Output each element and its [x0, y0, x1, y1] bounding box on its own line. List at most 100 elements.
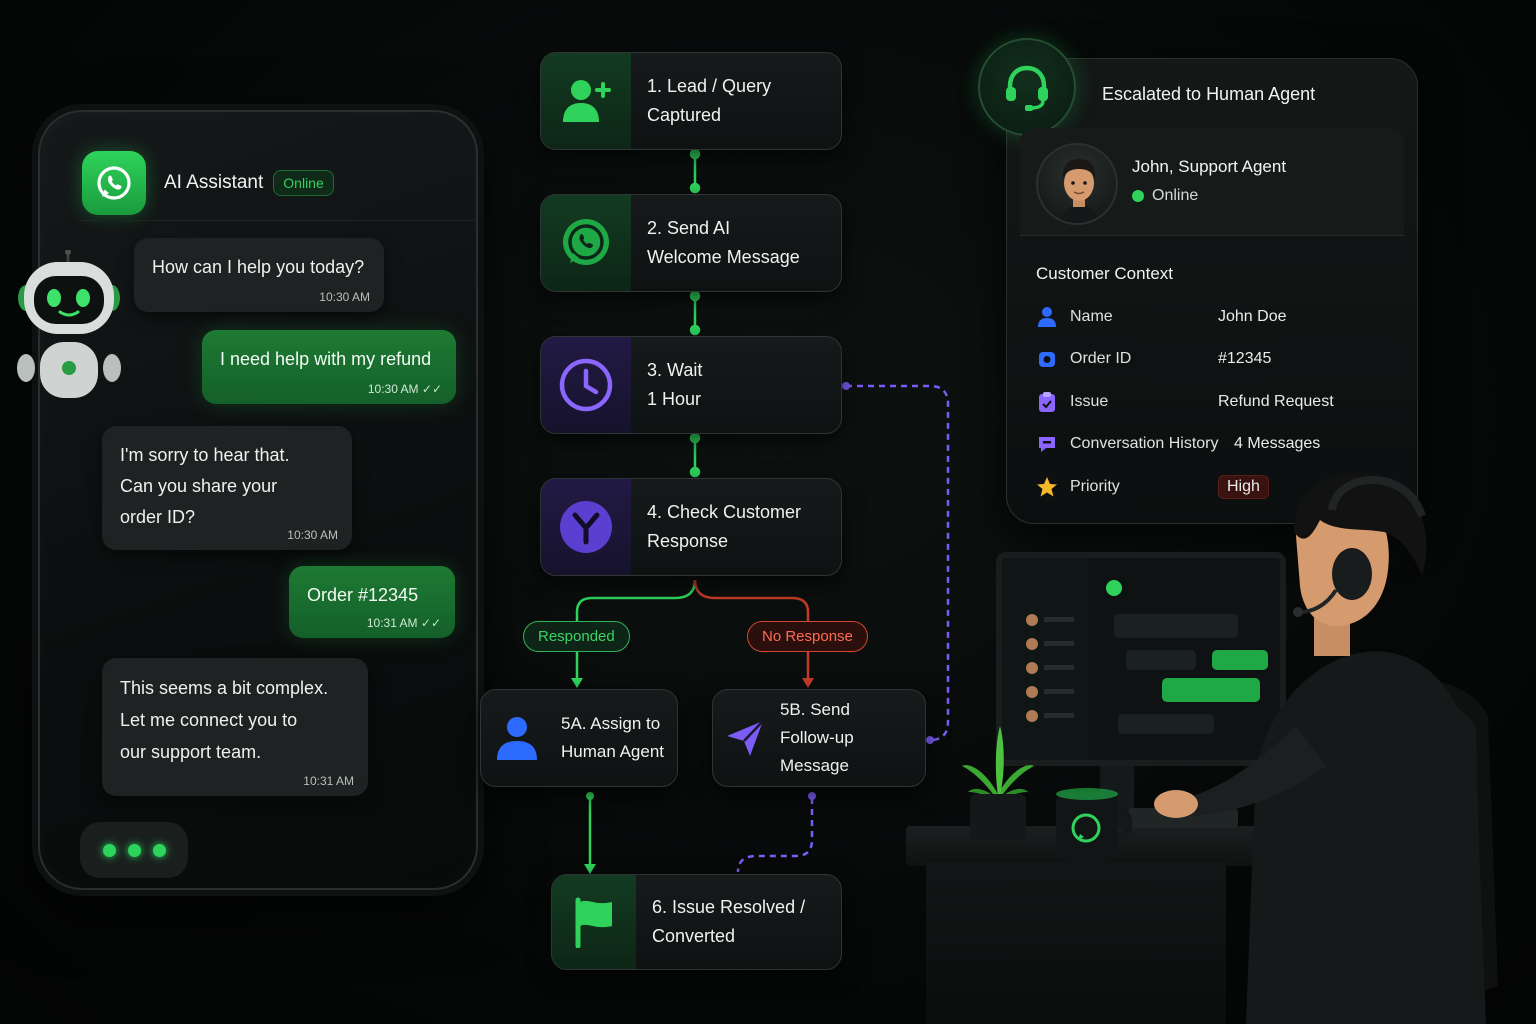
message-time: 10:30 AM ✓✓: [367, 382, 442, 396]
agent-monitor: [996, 552, 1286, 766]
message-line: This seems a bit complex.: [120, 678, 329, 698]
whatsapp-logo-icon: [82, 151, 146, 215]
chat-title: AI Assistant: [164, 172, 264, 193]
customer-context-title: Customer Context: [1036, 264, 1173, 283]
mug-decoration: [1054, 786, 1138, 862]
flow-node-line: Follow-up Message: [779, 728, 854, 775]
chat-header: AI Assistant Online: [82, 148, 472, 218]
message-text: Order #12345: [307, 585, 419, 605]
message-line: I'm sorry to hear that.: [120, 445, 290, 465]
send-icon: [727, 720, 765, 756]
priority-badge: High: [1218, 475, 1269, 499]
context-row-order: Order ID #12345: [1036, 346, 1271, 372]
agent-status-text: Online: [1152, 187, 1199, 204]
flow-node-label: 4. Check Customer Response: [647, 498, 801, 556]
person-icon: [497, 717, 537, 760]
flow-node-line: 5A. Assign to: [561, 714, 661, 733]
flow-node-icon: [541, 195, 631, 291]
message-line: our support team.: [120, 742, 262, 762]
flow-node-label: 6. Issue Resolved / Converted: [652, 893, 805, 951]
context-row-history: Conversation History 4 Messages: [1036, 431, 1320, 457]
context-key: Conversation History: [1070, 435, 1219, 452]
flow-node-line: Converted: [652, 926, 736, 946]
context-value: #12345: [1218, 350, 1272, 367]
flow-node-line: Response: [647, 531, 729, 551]
flow-node-send-followup[interactable]: 5B. Send Follow-up Message: [712, 689, 926, 787]
flow-node-label: 5B. Send Follow-up Message: [780, 696, 925, 780]
flow-node-label: 1. Lead / Query Captured: [647, 72, 771, 130]
typing-dot: [152, 843, 166, 857]
chat-message: I need help with my refund 10:30 AM ✓✓: [202, 330, 456, 404]
user-add-icon: [563, 80, 611, 122]
message-time: 10:30 AM: [287, 528, 338, 542]
flow-node-line: Welcome Message: [647, 247, 800, 267]
flow-node-label: 2. Send AI Welcome Message: [647, 214, 800, 272]
agent-name: John, Support Agent: [1132, 157, 1287, 176]
flow-node-icon: [541, 479, 631, 575]
flow-node-icon: [541, 337, 631, 433]
flow-node-lead-captured[interactable]: 1. Lead / Query Captured: [540, 52, 842, 150]
message-line: Can you share your: [120, 476, 278, 496]
message-time: 10:31 AM: [303, 774, 354, 788]
message-line: Let me connect you to: [120, 710, 298, 730]
typing-dot: [102, 843, 116, 857]
flow-node-icon: [481, 690, 553, 786]
context-key: Order ID: [1070, 350, 1132, 367]
escalation-title: Escalated to Human Agent: [1102, 84, 1316, 104]
flow-node-line: 4. Check Customer: [647, 502, 802, 522]
context-key: Name: [1070, 308, 1113, 325]
message-line: order ID?: [120, 507, 196, 527]
headset-icon: [978, 38, 1076, 136]
person-icon: [1036, 306, 1058, 328]
flow-node-label: 5A. Assign to Human Agent: [561, 710, 664, 766]
whatsapp-icon: [563, 219, 609, 265]
support-agent-illustration: [1136, 466, 1536, 1024]
plant-decoration: [956, 722, 1040, 842]
context-value: 4 Messages: [1234, 435, 1321, 452]
context-key: Priority: [1070, 478, 1120, 495]
flow-node-send-welcome[interactable]: 2. Send AI Welcome Message: [540, 194, 842, 292]
flag-icon: [575, 897, 612, 948]
chat-online-badge: Online: [273, 170, 334, 196]
flow-node-line: 6. Issue Resolved /: [652, 897, 806, 917]
clipboard-icon: [1036, 391, 1058, 413]
chat-icon: [1036, 433, 1058, 455]
branch-label-no-response: No Response: [747, 621, 868, 652]
typing-dot: [127, 843, 141, 857]
flow-node-label: 3. Wait 1 Hour: [647, 356, 702, 414]
flow-node-assign-agent[interactable]: 5A. Assign to Human Agent: [480, 689, 678, 787]
flow-node-issue-resolved[interactable]: 6. Issue Resolved / Converted: [551, 874, 842, 970]
flow-node-icon: [713, 690, 778, 786]
flow-node-wait[interactable]: 3. Wait 1 Hour: [540, 336, 842, 434]
agent-avatar: [1036, 143, 1118, 225]
message-text: I need help with my refund: [220, 349, 432, 369]
online-dot-icon: [1132, 190, 1144, 202]
chat-message: This seems a bit complex. Let me connect…: [102, 658, 368, 796]
robot-mascot-icon: [12, 249, 127, 405]
context-row-issue: Issue Refund Request: [1036, 389, 1334, 415]
message-text: How can I help you today?: [152, 257, 365, 277]
flow-node-line: Human Agent: [561, 742, 665, 761]
flow-node-line: 1. Lead / Query: [647, 76, 772, 96]
context-value: John Doe: [1218, 308, 1287, 325]
message-time: 10:30 AM: [319, 290, 370, 304]
typing-indicator: [80, 822, 188, 878]
message-time: 10:31 AM ✓✓: [366, 616, 441, 630]
flow-node-icon: [541, 53, 631, 149]
agent-status: Online: [1132, 187, 1198, 205]
branch-label-responded: Responded: [523, 621, 630, 652]
chat-message: Order #12345 10:31 AM ✓✓: [289, 566, 455, 638]
branch-icon: [560, 501, 612, 553]
context-value: Refund Request: [1218, 393, 1334, 410]
context-key: Issue: [1070, 393, 1109, 410]
flow-node-line: 1 Hour: [647, 389, 702, 409]
flow-node-line: 5B. Send: [779, 700, 850, 719]
box-icon: [1036, 348, 1058, 370]
flow-node-line: Captured: [647, 105, 722, 125]
desk-body: [926, 862, 1226, 1024]
chat-message: How can I help you today? 10:30 AM: [134, 238, 384, 312]
read-receipt-icon: ✓✓: [420, 616, 441, 630]
chat-phone-panel: AI Assistant Online How can I help you t…: [38, 110, 478, 890]
flow-node-check-response[interactable]: 4. Check Customer Response: [540, 478, 842, 576]
